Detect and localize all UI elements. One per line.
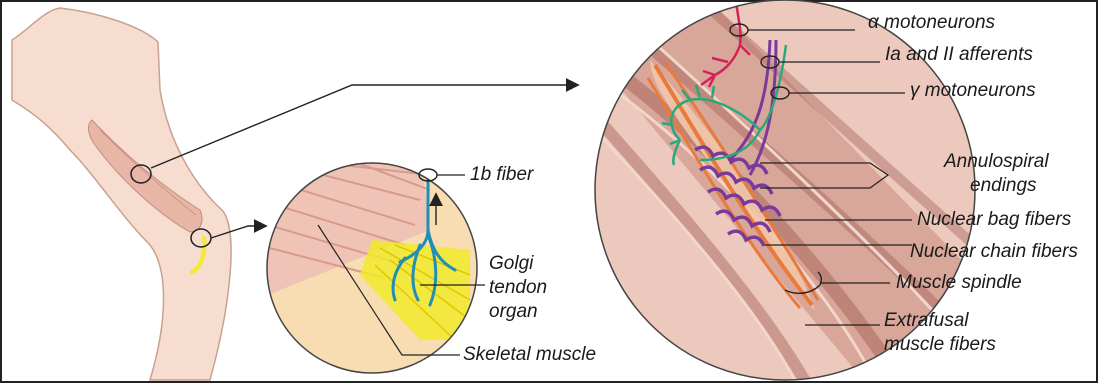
label-extrafusal-line2: muscle fibers [884, 334, 996, 356]
label-golgi-line1: Golgi [489, 253, 533, 275]
label-ib-fiber: 1b fiber [470, 164, 533, 186]
leg-drawing [12, 8, 231, 380]
arrow-to-spindle [151, 85, 577, 168]
leg-skin [12, 8, 231, 380]
label-annulospiral-line2: endings [970, 175, 1037, 197]
golgi-inset [255, 150, 477, 373]
label-skeletal-muscle: Skeletal muscle [463, 344, 596, 366]
label-muscle-spindle: Muscle spindle [896, 272, 1022, 294]
label-nuclear-chain-fibers: Nuclear chain fibers [910, 241, 1078, 263]
label-golgi-line3: organ [489, 301, 538, 323]
label-alpha-motoneurons: α motoneurons [868, 12, 995, 34]
label-gamma-motoneurons: γ motoneurons [910, 80, 1036, 102]
label-ia-ii-afferents: Ia and II afferents [885, 44, 1033, 66]
label-golgi-line2: tendon [489, 277, 547, 299]
label-extrafusal-line1: Extrafusal [884, 310, 968, 332]
label-annulospiral-line1: Annulospiral [944, 151, 1049, 173]
label-nuclear-bag-fibers: Nuclear bag fibers [917, 209, 1071, 231]
